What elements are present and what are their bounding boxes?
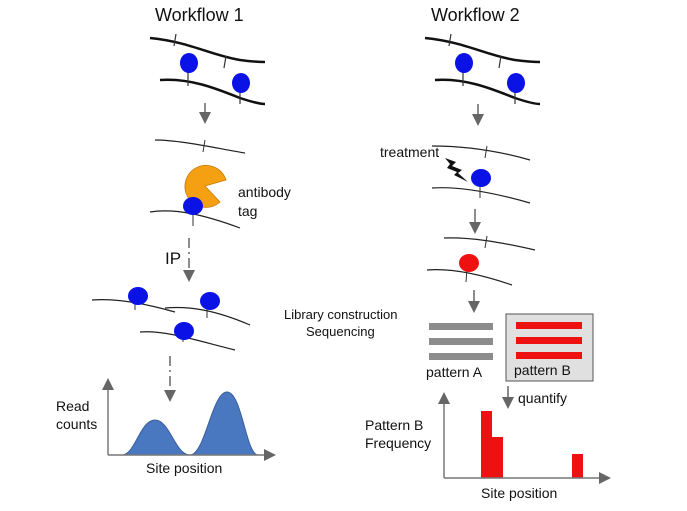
freq-bar-2: [492, 437, 503, 478]
w1-read-count-plot: [102, 378, 276, 461]
antibody-icon: [184, 164, 227, 208]
library-label-1: Library construction: [284, 307, 398, 322]
w1-ip-fragments: [91, 287, 251, 351]
w2-chromatin: [424, 33, 541, 106]
treatment-label: treatment: [380, 144, 440, 160]
ip-label: IP: [165, 249, 182, 268]
freq-label-2: Frequency: [365, 435, 432, 451]
freq-bar-3: [572, 454, 583, 478]
quantify-label: quantify: [518, 390, 568, 406]
read-counts-label-1: Read: [56, 398, 90, 414]
lightning-icon: [445, 158, 468, 182]
read-counts-label-2: counts: [56, 416, 98, 432]
freq-label-1: Pattern B: [365, 417, 424, 433]
w2-site-position-label: Site position: [481, 485, 558, 501]
read-count-peaks: [121, 391, 259, 456]
library-label-2: Sequencing: [306, 324, 375, 339]
tag-label: tag: [238, 203, 258, 219]
workflow2-title: Workflow 2: [431, 5, 520, 25]
pattern-b-box: [505, 313, 594, 382]
freq-bar-1: [481, 411, 492, 478]
w1-fragment: [154, 139, 246, 154]
w1-chromatin: [149, 33, 266, 106]
w2-modified-fragment: [426, 235, 536, 286]
pattern-b-label: pattern B: [514, 362, 571, 378]
workflow1-title: Workflow 1: [155, 5, 244, 25]
pattern-a-reads: [429, 323, 493, 360]
w2-treated-fragment: [431, 145, 531, 204]
w1-site-position-label: Site position: [146, 460, 223, 476]
antibody-label: antibody: [238, 184, 291, 200]
w2-frequency-plot: [438, 392, 611, 484]
w1-antibody-complex: [149, 164, 241, 229]
pattern-a-label: pattern A: [426, 364, 483, 380]
